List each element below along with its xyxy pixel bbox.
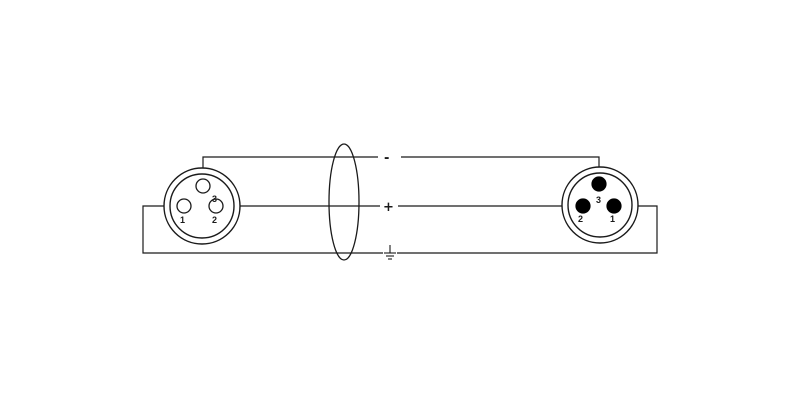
right-pin-label-3: 3 (596, 195, 601, 205)
right-connector-male: 3 2 1 (561, 166, 639, 244)
left-pin-label-3: 3 (212, 194, 217, 204)
ground-symbol-icon (384, 245, 396, 260)
negative-sign: - (384, 151, 389, 166)
positive-sign: + (383, 200, 394, 215)
left-pin-1 (176, 198, 192, 214)
right-pin-3 (591, 176, 607, 192)
cable-shield-ellipse (328, 143, 360, 261)
left-pin-2 (208, 198, 224, 214)
right-pin-label-1: 1 (610, 214, 615, 224)
right-pin-1 (606, 198, 622, 214)
left-pin-label-1: 1 (180, 215, 185, 225)
wire-negative-right (401, 156, 600, 182)
left-connector-female: 3 1 2 (163, 167, 241, 245)
left-pin-label-2: 2 (212, 215, 217, 225)
right-pin-2 (575, 198, 591, 214)
left-pin-3 (195, 178, 211, 194)
right-pin-label-2: 2 (578, 214, 583, 224)
